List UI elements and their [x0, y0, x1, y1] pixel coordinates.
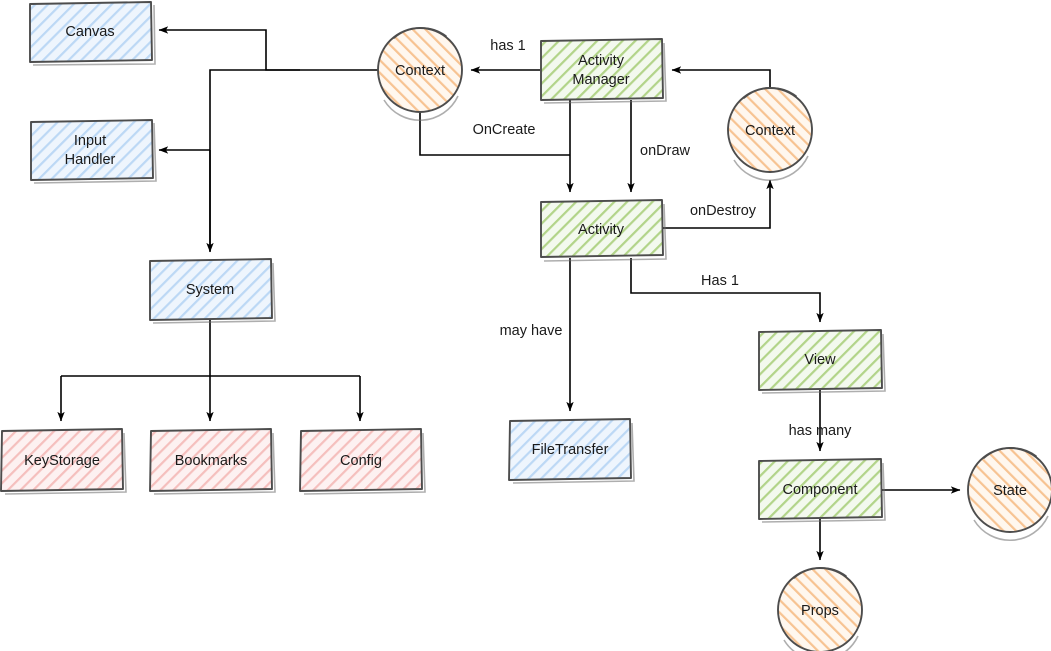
edge-context-right-to-manager [671, 66, 771, 88]
node-keystorage[interactable]: KeyStorage [0, 428, 127, 495]
edge-context-to-canvas [158, 26, 378, 71]
filetransfer-shadow [512, 422, 635, 484]
config-label: Config [340, 453, 382, 469]
edge-label-has-1: has 1 [490, 38, 525, 54]
activity-manager-shadow [543, 42, 667, 104]
edge-layer [57, 26, 961, 561]
node-filetransfer[interactable]: FileTransfer [508, 418, 635, 484]
node-system[interactable]: System [149, 258, 276, 324]
view-label: View [804, 352, 836, 368]
state-sketch-arc [983, 447, 1037, 459]
config-body [299, 428, 423, 492]
context-right-sketch-arc [743, 87, 797, 99]
edge-activity-to-context-right [663, 179, 774, 229]
node-component[interactable]: Component [758, 458, 886, 523]
filetransfer-body [508, 418, 632, 481]
activity-label: Activity [578, 222, 625, 238]
activity-shadow [543, 203, 667, 262]
props-shadow [783, 635, 859, 651]
edge-label-has-many: has many [789, 423, 853, 439]
bookmarks-body [149, 428, 273, 492]
state-shadow [973, 515, 1049, 542]
component-shadow [761, 462, 886, 523]
input-handler-shadow [33, 122, 157, 184]
input-handler-label-line2: Handler [65, 152, 116, 168]
node-view[interactable]: View [758, 329, 886, 394]
context-right-label: Context [745, 123, 795, 139]
keystorage-shadow [4, 432, 127, 495]
input-handler-body [30, 119, 154, 181]
activity-manager-label-line1: Activity [578, 53, 625, 69]
node-context-right[interactable]: Context [727, 87, 813, 182]
canvas-label: Canvas [65, 24, 114, 40]
props-sketch-arc [793, 567, 847, 579]
context-left-sketch-arc [393, 27, 447, 39]
system-body [149, 258, 273, 321]
node-canvas[interactable]: Canvas [29, 1, 156, 66]
component-body [758, 458, 883, 520]
keystorage-body [0, 428, 124, 492]
view-body [758, 329, 883, 391]
keystorage-label: KeyStorage [24, 453, 100, 469]
node-activity-manager[interactable]: Activity Manager [540, 38, 667, 104]
context-right-shadow [733, 155, 809, 182]
edge-context-to-activity-oncreate [419, 112, 570, 156]
node-props[interactable]: Props [777, 567, 863, 651]
activity-manager-label-line2: Manager [572, 72, 629, 88]
input-handler-label-line1: Input [74, 133, 106, 149]
activity-manager-body [540, 38, 664, 101]
bookmarks-shadow [153, 432, 276, 495]
edge-label-ondraw: onDraw [640, 143, 690, 159]
node-state[interactable]: State [967, 447, 1051, 542]
component-label: Component [783, 482, 858, 498]
context-left-label: Context [395, 63, 445, 79]
config-shadow [303, 432, 426, 495]
state-label: State [993, 483, 1027, 499]
edge-label-has-1b: Has 1 [701, 273, 739, 289]
node-activity[interactable]: Activity [540, 199, 667, 262]
node-config[interactable]: Config [299, 428, 426, 495]
edge-activity-to-view [630, 258, 824, 323]
edge-context-trunk-left [209, 69, 300, 251]
system-shadow [152, 262, 276, 324]
node-input-handler[interactable]: Input Handler [30, 119, 157, 184]
canvas-body [29, 1, 153, 63]
node-context-left[interactable]: Context [377, 27, 463, 122]
edge-label-may-have: may have [500, 323, 563, 339]
edge-label-oncreate: OnCreate [473, 122, 536, 138]
node-bookmarks[interactable]: Bookmarks [149, 428, 276, 495]
context-left-shadow [383, 95, 459, 122]
filetransfer-label: FileTransfer [532, 442, 609, 458]
canvas-shadow [32, 4, 156, 66]
props-label: Props [801, 603, 839, 619]
edge-label-ondestroy: onDestroy [690, 203, 757, 219]
activity-body [540, 199, 664, 258]
system-label: System [186, 282, 234, 298]
view-shadow [761, 333, 886, 394]
bookmarks-label: Bookmarks [175, 453, 248, 469]
edge-label-layer: has 1 OnCreate onDraw onDestroy Has 1 ma… [473, 38, 853, 439]
